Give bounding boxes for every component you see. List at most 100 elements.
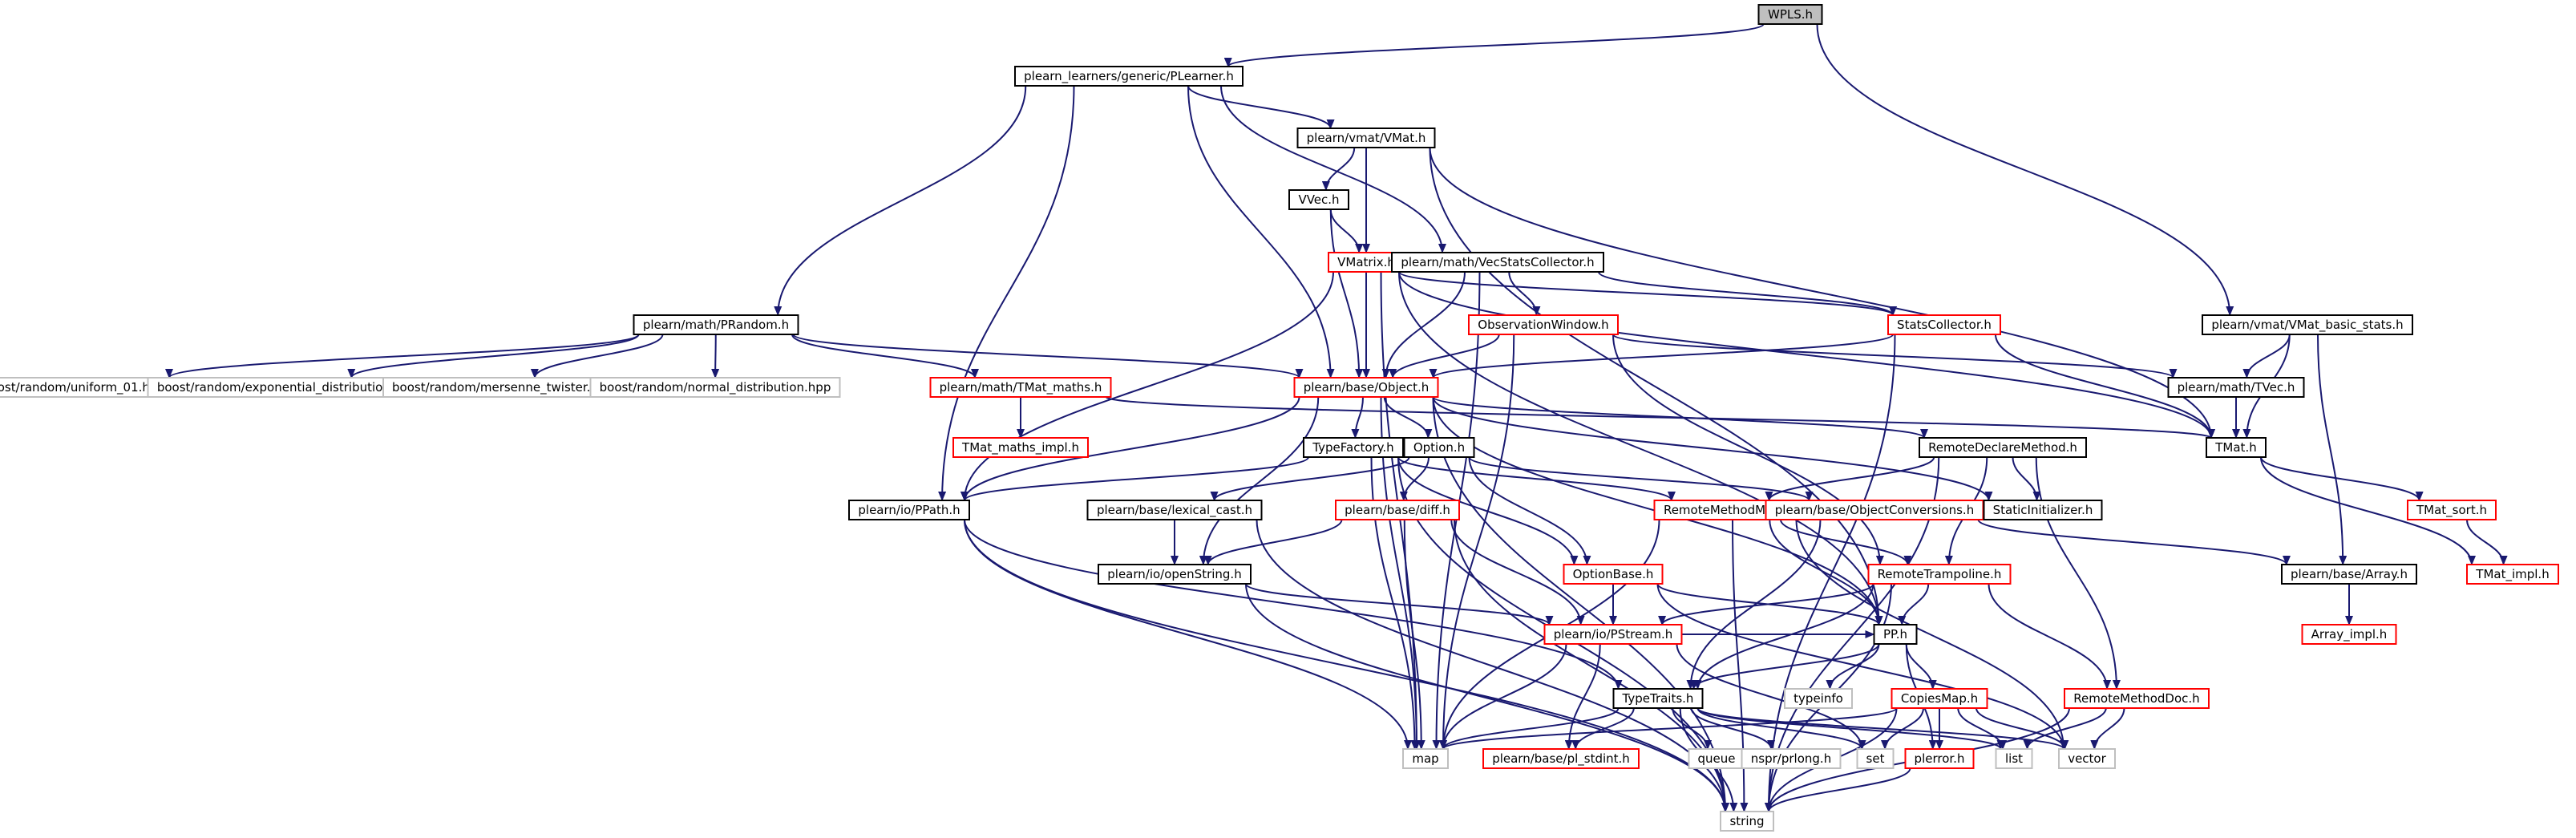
edge-typetraits-to-map: [1439, 707, 1620, 750]
node-box: [2202, 314, 2413, 335]
node-box: [589, 377, 841, 398]
node-box: [1757, 4, 1823, 25]
edge-remotemethodmap-to-remotetramp: [1780, 519, 1912, 565]
nodes-layer: WPLS.h plearn_learners/generic/PLearner.h…: [0, 4, 2559, 832]
node-vector[interactable]: vector: [2058, 748, 2116, 769]
edge-prandom-to-normdist: [711, 334, 720, 379]
edge-object-to-ppath: [960, 396, 1300, 501]
node-label: plearn/io/PPath.h: [858, 503, 960, 517]
node-box: [1296, 128, 1436, 148]
edge-openstring-to-string: [1245, 583, 1729, 812]
node-vmat[interactable]: plearn/vmat/VMat.h: [1296, 128, 1436, 148]
node-vvec[interactable]: VVec.h: [1288, 189, 1349, 210]
node-typefactory[interactable]: TypeFactory.h: [1303, 437, 1404, 458]
node-pstream[interactable]: plearn/io/PStream.h: [1543, 624, 1683, 645]
node-tmatmathsimpl[interactable]: TMat_maths_impl.h: [952, 437, 1089, 458]
node-object[interactable]: plearn/base/Object.h: [1293, 377, 1439, 398]
node-arrayimpl[interactable]: Array_impl.h: [2301, 624, 2397, 645]
node-box: [2064, 688, 2210, 709]
node-tmatmaths[interactable]: plearn/math/TMat_maths.h: [929, 377, 1112, 398]
node-statscoll[interactable]: StatsCollector.h: [1887, 314, 2001, 335]
node-expdist[interactable]: boost/random/exponential_distribution.hp…: [147, 377, 427, 398]
edge-option-to-diff: [1399, 456, 1430, 501]
node-normdist[interactable]: boost/random/normal_distribution.hpp: [589, 377, 841, 398]
node-label: plearn_learners/generic/PLearner.h: [1024, 69, 1234, 84]
node-label: Array_impl.h: [2311, 627, 2388, 642]
node-label: WPLS.h: [1768, 7, 1813, 22]
node-lexical[interactable]: plearn/base/lexical_cast.h: [1086, 500, 1263, 520]
edge-vmatbasic-to-array: [2317, 334, 2348, 565]
node-box: [1098, 564, 1252, 585]
edge-remotetramp-to-pp: [1898, 583, 1930, 625]
node-box: [1482, 748, 1640, 769]
node-box: [1904, 748, 1975, 769]
node-box: [1468, 314, 1619, 335]
edge-remotedecl-to-staticinit: [2012, 456, 2041, 501]
node-diff[interactable]: plearn/base/diff.h: [1335, 500, 1460, 520]
node-vmatbasic[interactable]: plearn/vmat/VMat_basic_stats.h: [2202, 314, 2413, 335]
node-array[interactable]: plearn/base/Array.h: [2281, 564, 2417, 585]
edge-obswin-to-tvec: [1612, 334, 2178, 379]
node-tvec[interactable]: plearn/math/TVec.h: [2167, 377, 2305, 398]
edge-typefactory-to-remotemethodmap: [1397, 456, 1676, 501]
node-label: plearn/base/Array.h: [2291, 567, 2408, 581]
node-wpls[interactable]: WPLS.h: [1757, 4, 1823, 25]
node-typetraits[interactable]: TypeTraits.h: [1612, 688, 1704, 709]
node-tmatsort[interactable]: TMat_sort.h: [2407, 500, 2497, 520]
node-label: OptionBase.h: [1573, 567, 1654, 581]
node-box: [2281, 564, 2417, 585]
node-optionbase[interactable]: OptionBase.h: [1563, 564, 1664, 585]
node-option[interactable]: Option.h: [1403, 437, 1475, 458]
node-obswin[interactable]: ObservationWindow.h: [1468, 314, 1619, 335]
node-tmatimpl[interactable]: TMat_impl.h: [2466, 564, 2559, 585]
edge-plerror-to-string: [1765, 767, 1911, 812]
node-label: VMatrix.h: [1337, 255, 1395, 269]
edge-option-to-objconv: [1468, 456, 1814, 501]
edge-plearner-to-prandom: [774, 85, 1027, 316]
node-copiesmap[interactable]: CopiesMap.h: [1891, 688, 1988, 709]
node-ppath[interactable]: plearn/io/PPath.h: [848, 500, 970, 520]
edge-copiesmap-to-map: [1439, 707, 1898, 750]
node-label: RemoteDeclareMethod.h: [1928, 440, 2077, 455]
node-label: TMat_impl.h: [2475, 567, 2549, 582]
node-objconv[interactable]: plearn/base/ObjectConversions.h: [1765, 500, 1984, 520]
edge-vmatbasic-to-tvec: [2242, 334, 2291, 379]
node-label: StaticInitializer.h: [1993, 503, 2093, 517]
node-label: TMat.h: [2214, 440, 2256, 455]
node-queue[interactable]: queue: [1688, 748, 1745, 769]
node-label: list: [2005, 751, 2023, 766]
node-remotemethoddoc[interactable]: RemoteMethodDoc.h: [2064, 688, 2210, 709]
node-box: [1335, 500, 1460, 520]
edge-object-to-remotedecl: [1432, 396, 1928, 439]
node-prandom[interactable]: plearn/math/PRandom.h: [633, 314, 799, 335]
node-label: plearn/vmat/VMat.h: [1307, 131, 1426, 145]
node-remotetramp[interactable]: RemoteTrampoline.h: [1867, 564, 2012, 585]
node-box: [1563, 564, 1664, 585]
node-box: [1741, 748, 1842, 769]
node-label: plearn/math/TMat_maths.h: [940, 380, 1102, 395]
node-label: plearn/base/lexical_cast.h: [1097, 503, 1252, 518]
node-staticinit[interactable]: StaticInitializer.h: [1983, 500, 2103, 520]
edge-tmat-to-tmatimpl: [2260, 456, 2476, 565]
node-typeinfo[interactable]: typeinfo: [1784, 688, 1853, 709]
node-box: [1784, 688, 1853, 709]
node-openstring[interactable]: plearn/io/openString.h: [1098, 564, 1252, 585]
node-box: [1720, 811, 1774, 832]
node-mersenne[interactable]: boost/random/mersenne_twister.hpp: [382, 377, 623, 398]
node-vecstats[interactable]: plearn/math/VecStatsCollector.h: [1391, 252, 1604, 273]
edge-prandom-to-uniform: [165, 334, 640, 379]
edge-plearner-to-vmat: [1187, 85, 1335, 129]
node-pp[interactable]: PP.h: [1873, 624, 1918, 645]
node-plearner[interactable]: plearn_learners/generic/PLearner.h: [1014, 66, 1244, 87]
node-set[interactable]: set: [1856, 748, 1895, 769]
node-string[interactable]: string: [1720, 811, 1774, 832]
edge-vvec-to-vmatrix: [1329, 208, 1364, 253]
node-remotedecl[interactable]: RemoteDeclareMethod.h: [1919, 437, 2087, 458]
node-box: [2466, 564, 2559, 585]
node-plstdint[interactable]: plearn/base/pl_stdint.h: [1482, 748, 1640, 769]
node-map[interactable]: map: [1402, 748, 1449, 769]
node-list[interactable]: list: [1995, 748, 2033, 769]
node-plerror[interactable]: plerror.h: [1904, 748, 1975, 769]
node-nsprlong[interactable]: nspr/prlong.h: [1741, 748, 1842, 769]
node-tmat[interactable]: TMat.h: [2206, 437, 2267, 458]
